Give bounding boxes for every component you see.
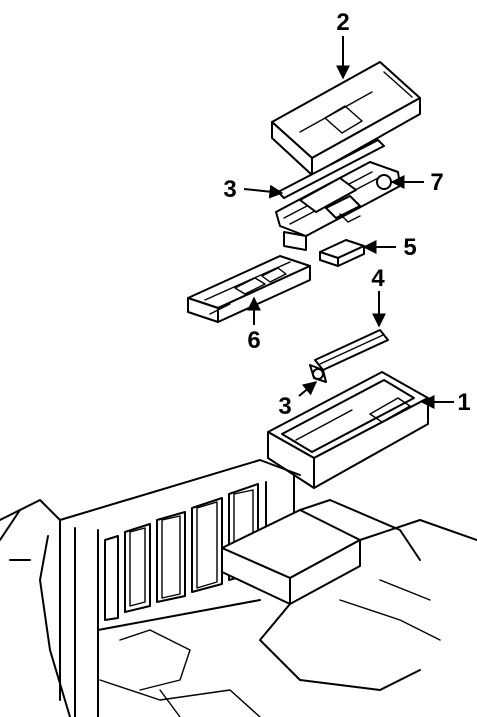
truck-cab-background xyxy=(0,459,477,717)
callout-3-bottom: 3 xyxy=(278,393,291,420)
callout-6: 6 xyxy=(247,327,260,354)
part-6-holder xyxy=(187,255,311,323)
part-5-block xyxy=(319,239,365,267)
part-7-jack xyxy=(275,161,401,251)
part-3-handle-bottom xyxy=(309,364,327,383)
callout-1: 1 xyxy=(457,389,470,416)
part-1-storage-bin xyxy=(267,371,429,489)
callout-7: 7 xyxy=(430,169,443,196)
callout-2: 2 xyxy=(336,9,349,36)
leader-3-top xyxy=(243,184,284,199)
callout-5: 5 xyxy=(403,234,416,261)
callout-4: 4 xyxy=(371,265,385,292)
leader-3-bottom xyxy=(298,381,318,397)
part-2-cover xyxy=(271,61,421,176)
leader-lines xyxy=(243,36,454,409)
callout-3-top: 3 xyxy=(223,176,236,203)
part-4-wrench xyxy=(314,329,389,371)
